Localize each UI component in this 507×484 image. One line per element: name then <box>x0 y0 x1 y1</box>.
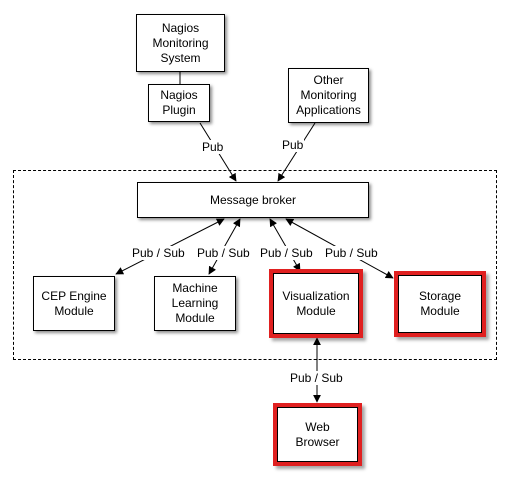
visualization-module-node: Visualization Module <box>269 269 363 338</box>
nagios-monitoring-system-node: Nagios Monitoring System <box>136 14 225 72</box>
nagios-plugin-node: Nagios Plugin <box>148 84 210 122</box>
edge-label-broker-ml: Pub / Sub <box>196 246 251 260</box>
visualization-module-label: Visualization Module <box>273 273 359 334</box>
web-browser-label: Web Browser <box>277 407 358 462</box>
edge-label-broker-cep: Pub / Sub <box>131 246 186 260</box>
edge-label-broker-vis: Pub / Sub <box>259 246 314 260</box>
machine-learning-module-node: Machine Learning Module <box>154 276 236 331</box>
edge-other-broker <box>277 122 316 182</box>
storage-module-label: Storage Module <box>398 275 482 333</box>
web-browser-node: Web Browser <box>273 403 362 466</box>
other-monitoring-applications-node: Other Monitoring Applications <box>288 68 369 123</box>
cep-engine-module-node: CEP Engine Module <box>33 276 115 331</box>
edge-label-other-broker: Pub <box>281 138 305 152</box>
message-broker-node: Message broker <box>137 182 369 218</box>
edge-label-plugin-broker: Pub <box>201 140 225 154</box>
edge-label-vis-browser: Pub / Sub <box>289 371 344 385</box>
edge-label-broker-storage: Pub / Sub <box>324 246 379 260</box>
storage-module-node: Storage Module <box>394 271 486 337</box>
system-boundary <box>13 170 497 360</box>
edge-broker-vis <box>269 218 301 272</box>
